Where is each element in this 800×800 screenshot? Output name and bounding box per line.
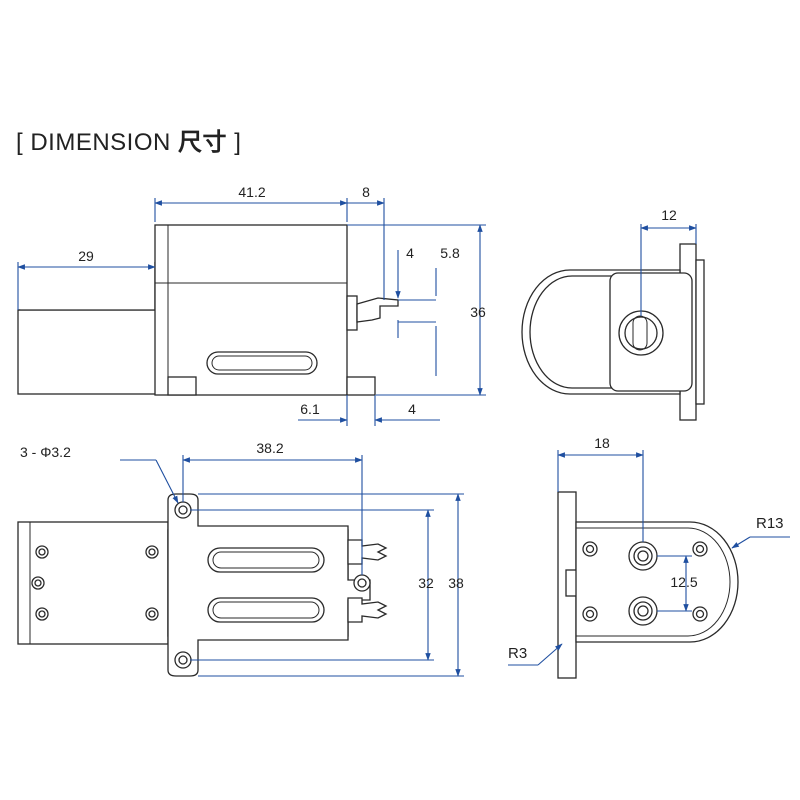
dim-port-spacing: 12.5 xyxy=(670,574,697,590)
end-view: 12 xyxy=(521,207,705,421)
dim-front-width: 18 xyxy=(594,435,610,451)
dim-nozzle-tip: 5.8 xyxy=(440,245,460,261)
top-view: 38.2 3 - Φ3.2 32 38 xyxy=(17,440,464,677)
front-body xyxy=(575,521,739,643)
dim-radius-large: R13 xyxy=(756,515,784,532)
slot-lower xyxy=(207,597,325,623)
motor-step xyxy=(18,262,156,311)
side-view: 41.2 8 29 4 5.8 36 6.1 4 xyxy=(17,184,486,426)
dim-hole-spacing-x: 38.2 xyxy=(256,440,283,456)
dim-base-right: 4 xyxy=(408,401,416,417)
page-title: [ DIMENSION 尺寸 ] xyxy=(16,129,242,156)
dim-overall-length: 41.2 xyxy=(238,184,265,200)
dim-hole-spacing-y-outer: 38 xyxy=(448,575,464,591)
motor-body xyxy=(17,309,169,395)
slot-upper xyxy=(207,547,325,573)
dim-nozzle-length: 8 xyxy=(362,184,370,200)
dim-height: 36 xyxy=(470,304,486,320)
dim-holes: 3 - Φ3.2 xyxy=(20,444,71,460)
motor-screws xyxy=(31,545,159,621)
dim-end-width: 12 xyxy=(661,207,677,223)
nozzle-lower xyxy=(347,597,388,623)
dim-base-left: 6.1 xyxy=(300,401,320,417)
nozzle-upper xyxy=(347,539,388,565)
front-screws xyxy=(582,541,708,622)
slot xyxy=(206,351,318,375)
dim-nozzle-offset: 4 xyxy=(406,245,414,261)
dim-motor-length: 29 xyxy=(78,248,94,264)
mount-plate xyxy=(167,493,371,677)
front-view: 18 12.5 R13 R3 xyxy=(508,435,790,679)
dim-radius-small: R3 xyxy=(508,645,527,662)
nozzle-base xyxy=(346,295,358,331)
nozzle xyxy=(356,297,399,323)
dim-hole-spacing-y-inner: 32 xyxy=(418,575,434,591)
